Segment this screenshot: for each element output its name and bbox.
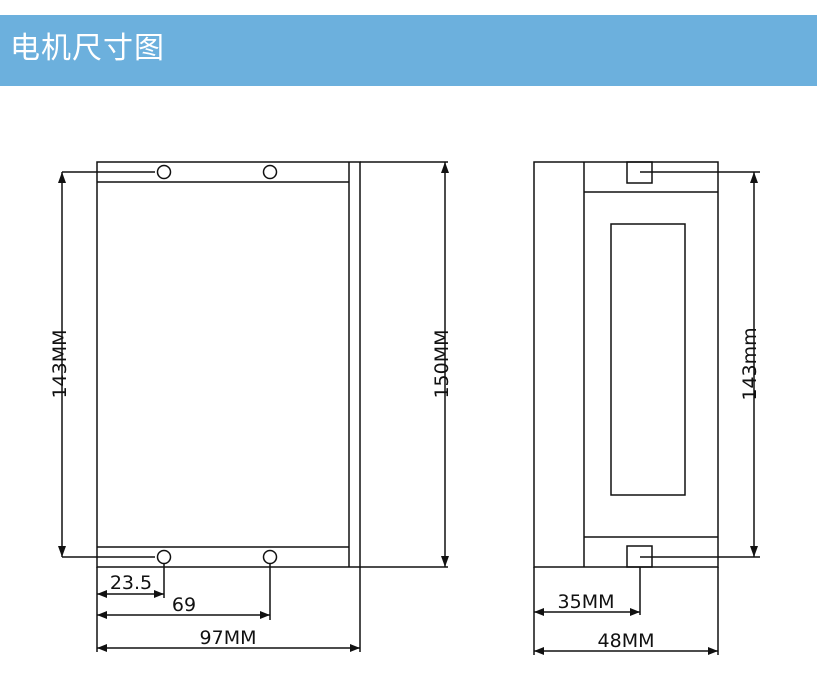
dim-label-48: 48MM xyxy=(598,630,655,652)
dim-label-35: 35MM xyxy=(558,591,615,613)
dim-line-23-5 xyxy=(97,590,164,598)
mount-hole-top-left xyxy=(156,164,172,180)
side-panel-window xyxy=(610,223,686,496)
dim-line-150 xyxy=(360,161,449,568)
dim-line-97 xyxy=(97,644,360,652)
dim-label-97: 97MM xyxy=(200,627,257,649)
dim-line-143-left xyxy=(58,171,155,558)
mount-hole-bottom-left xyxy=(156,549,172,565)
dim-label-69: 69 xyxy=(172,594,196,616)
dim-line-48 xyxy=(534,647,718,655)
dim-line-69 xyxy=(97,611,270,619)
dim-label-143-left: 143MM xyxy=(49,329,71,398)
dim-label-150: 150MM xyxy=(431,329,453,398)
front-outline xyxy=(96,161,361,568)
front-view: 143MM 150MM 23.5 69 xyxy=(49,161,453,652)
page-title: 电机尺寸图 xyxy=(10,31,165,66)
dim-label-23-5: 23.5 xyxy=(110,572,152,594)
dim-line-143-right xyxy=(640,171,760,558)
side-view: 143mm 35MM 48MM xyxy=(533,161,761,655)
title-bar: 电机尺寸图 xyxy=(0,15,817,86)
mount-hole-bottom-right xyxy=(262,549,278,565)
mount-hole-top-right xyxy=(262,164,278,180)
dim-line-35 xyxy=(534,608,640,616)
side-outline xyxy=(533,161,719,568)
dim-label-143-right: 143mm xyxy=(739,327,761,400)
